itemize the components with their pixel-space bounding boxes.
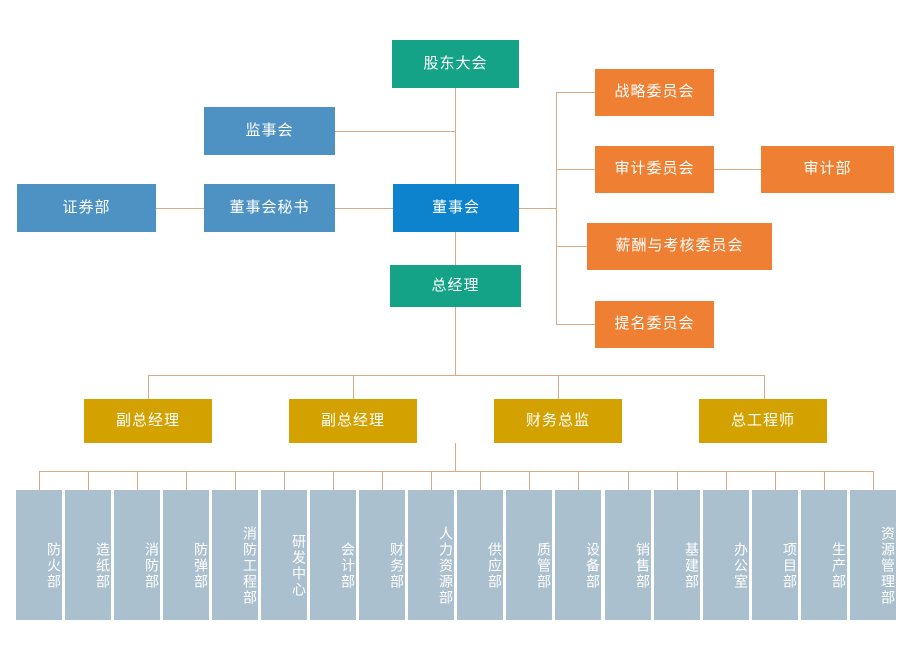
connector-bus-to-compensation <box>556 246 587 247</box>
node-committee-strategy[interactable]: 战略委员会 <box>595 69 714 116</box>
node-department-10[interactable]: 供应部 <box>457 490 503 620</box>
connector-supervisory-to-spine <box>335 131 456 132</box>
node-department-3[interactable]: 消防部 <box>114 490 160 620</box>
connector-dept-drop-15 <box>726 471 727 490</box>
connector-bus-to-nomination <box>556 324 595 325</box>
connector-dept-drop-1 <box>39 471 40 490</box>
connector-exec-bus-to-vgm2 <box>353 375 354 399</box>
node-department-16[interactable]: 项目部 <box>752 490 798 620</box>
connector-board-to-gm <box>455 230 456 265</box>
node-chief-financial-officer[interactable]: 财务总监 <box>494 399 622 443</box>
committee-bus-vertical <box>556 92 557 324</box>
node-department-18[interactable]: 资源管理部 <box>850 490 896 620</box>
exec-bus-horizontal <box>148 375 765 376</box>
node-shareholders-meeting[interactable]: 股东大会 <box>392 40 519 88</box>
node-vice-general-manager-1[interactable]: 副总经理 <box>84 399 212 443</box>
connector-dept-drop-16 <box>775 471 776 490</box>
node-department-15[interactable]: 办公室 <box>703 490 749 620</box>
node-department-12[interactable]: 设备部 <box>555 490 601 620</box>
node-committee-nomination[interactable]: 提名委员会 <box>595 301 714 348</box>
node-department-1[interactable]: 防火部 <box>16 490 62 620</box>
node-department-7[interactable]: 会计部 <box>310 490 356 620</box>
node-chief-engineer[interactable]: 总工程师 <box>699 399 827 443</box>
connector-dept-drop-13 <box>628 471 629 490</box>
connector-bus-to-strategy <box>556 92 595 93</box>
connector-dept-drop-3 <box>137 471 138 490</box>
connector-dept-drop-18 <box>873 471 874 490</box>
node-board-secretary[interactable]: 董事会秘书 <box>204 184 335 232</box>
connector-securities-to-secretary <box>156 208 204 209</box>
connector-dept-drop-17 <box>824 471 825 490</box>
connector-dept-drop-4 <box>186 471 187 490</box>
connector-dept-drop-14 <box>677 471 678 490</box>
node-audit-department[interactable]: 审计部 <box>761 146 894 193</box>
connector-dept-drop-7 <box>333 471 334 490</box>
connector-dept-drop-9 <box>431 471 432 490</box>
node-committee-audit[interactable]: 审计委员会 <box>595 146 714 193</box>
connector-shareholders-to-board <box>455 88 456 187</box>
connector-dept-drop-8 <box>382 471 383 490</box>
connector-exec-bus-to-vgm1 <box>148 375 149 399</box>
connector-audit-committee-to-audit-dept <box>714 169 761 170</box>
node-department-14[interactable]: 基建部 <box>654 490 700 620</box>
node-board-of-directors[interactable]: 董事会 <box>393 184 519 232</box>
connector-exec-bus-to-cfo <box>558 375 559 399</box>
node-department-8[interactable]: 财务部 <box>359 490 405 620</box>
connector-dept-drop-12 <box>578 471 579 490</box>
connector-bus-to-audit-committee <box>556 169 595 170</box>
node-department-17[interactable]: 生产部 <box>801 490 847 620</box>
connector-dept-drop-10 <box>480 471 481 490</box>
connector-gm-to-exec-bus <box>455 307 456 375</box>
connector-dept-drop-2 <box>88 471 89 490</box>
connector-board-to-committee-bus <box>519 208 556 209</box>
node-vice-general-manager-2[interactable]: 副总经理 <box>289 399 417 443</box>
node-department-13[interactable]: 销售部 <box>605 490 651 620</box>
node-department-11[interactable]: 质管部 <box>506 490 552 620</box>
node-department-2[interactable]: 造纸部 <box>65 490 111 620</box>
connector-secretary-to-board <box>335 208 393 209</box>
node-department-6[interactable]: 研发中心 <box>261 490 307 620</box>
node-securities-department[interactable]: 证券部 <box>17 184 156 232</box>
node-committee-compensation[interactable]: 薪酬与考核委员会 <box>587 223 772 270</box>
dept-bus-horizontal <box>39 471 873 472</box>
node-supervisory-board[interactable]: 监事会 <box>204 107 335 155</box>
connector-exec-bus-to-chief-engineer <box>764 375 765 399</box>
node-department-4[interactable]: 防弹部 <box>163 490 209 620</box>
node-general-manager[interactable]: 总经理 <box>390 265 521 307</box>
connector-exec-to-dept-bus <box>455 443 456 471</box>
node-department-9[interactable]: 人力资源部 <box>408 490 454 620</box>
connector-dept-drop-5 <box>235 471 236 490</box>
connector-dept-drop-11 <box>529 471 530 490</box>
connector-dept-drop-6 <box>284 471 285 490</box>
node-department-5[interactable]: 消防工程部 <box>212 490 258 620</box>
